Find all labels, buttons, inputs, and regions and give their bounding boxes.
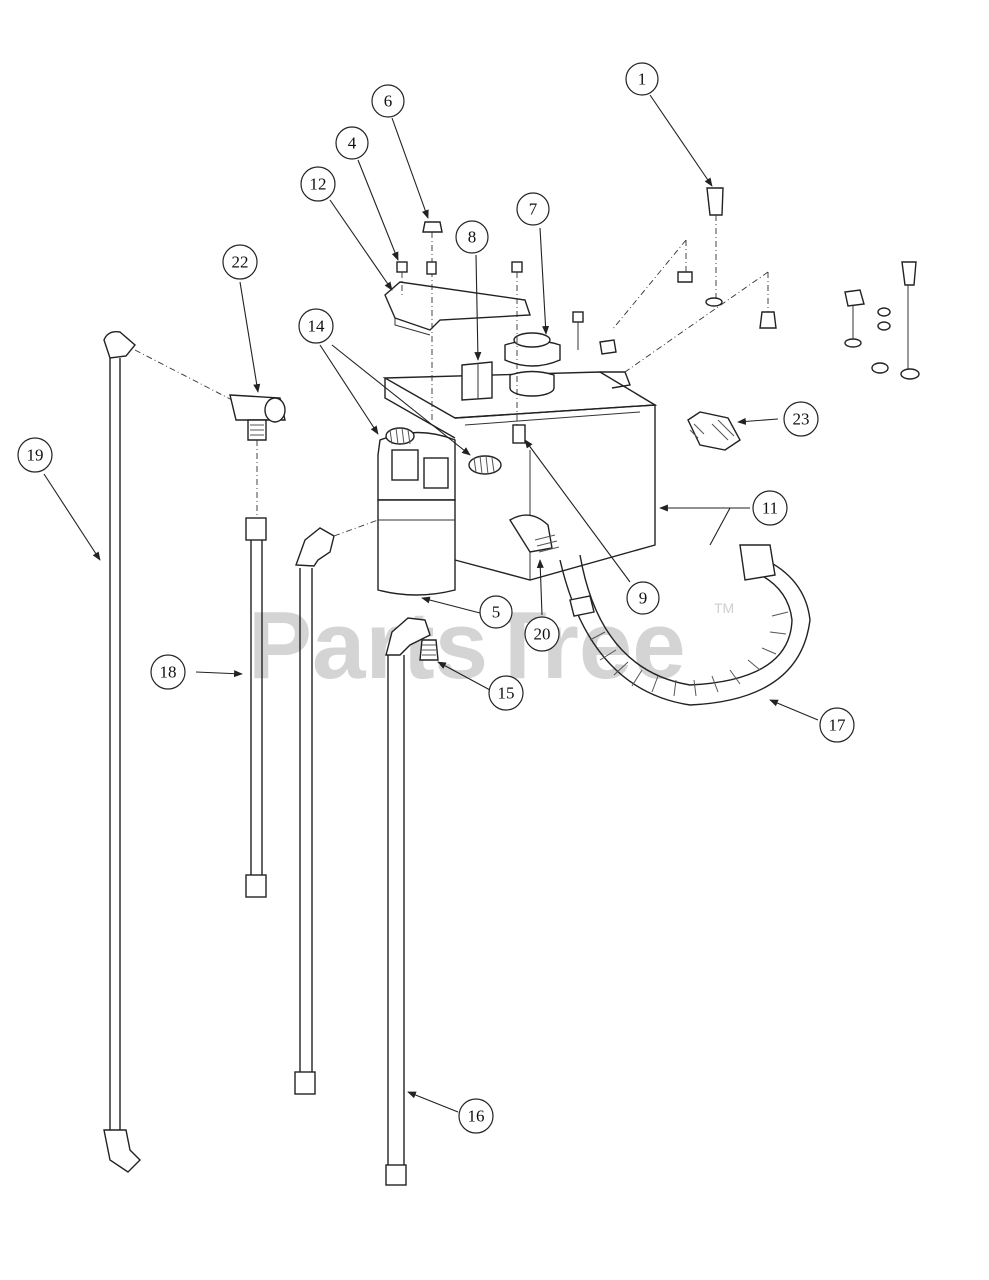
svg-text:23: 23 — [793, 410, 810, 429]
loose-hardware — [611, 187, 920, 380]
svg-text:11: 11 — [762, 499, 778, 518]
tank-top-hardware — [511, 261, 617, 440]
svg-text:4: 4 — [348, 134, 357, 153]
hose-16 — [385, 617, 431, 1186]
callout-9: 9 — [626, 581, 660, 615]
callout-5: 5 — [479, 595, 513, 629]
watermark-text: PartsTree — [248, 592, 686, 699]
spacer-8 — [461, 361, 493, 401]
mounting-plate — [384, 281, 531, 336]
watermark-trademark: TM — [714, 600, 734, 616]
hose-18 — [245, 440, 267, 898]
fitting-15 — [419, 639, 439, 661]
svg-text:19: 19 — [27, 446, 44, 465]
svg-text:1: 1 — [638, 70, 647, 89]
elbow-fitting-23 — [687, 411, 741, 451]
callout-6: 6 — [371, 84, 405, 118]
svg-text:17: 17 — [829, 716, 847, 735]
svg-text:14: 14 — [308, 317, 326, 336]
svg-text:15: 15 — [498, 684, 515, 703]
callouts: 1 4 5 6 7 8 9 11 — [17, 62, 855, 1134]
svg-text:9: 9 — [639, 589, 648, 608]
callout-4: 4 — [335, 126, 369, 160]
callout-7: 7 — [516, 192, 550, 226]
callout-19: 19 — [17, 437, 53, 473]
tank-fitting — [468, 455, 502, 475]
callout-16: 16 — [458, 1098, 494, 1134]
bolt-9 — [512, 424, 526, 444]
callout-12: 12 — [300, 166, 336, 202]
svg-text:6: 6 — [384, 92, 393, 111]
svg-text:22: 22 — [232, 253, 249, 272]
filter-return-hose — [294, 519, 379, 1095]
svg-text:5: 5 — [492, 603, 501, 622]
svg-text:18: 18 — [160, 663, 177, 682]
filter-head-14 — [377, 427, 456, 501]
callout-23: 23 — [783, 401, 819, 437]
callout-20: 20 — [524, 616, 560, 652]
hose-17 — [559, 544, 811, 706]
callout-15: 15 — [488, 675, 524, 711]
elbow-fitting-20 — [509, 514, 560, 553]
callout-11: 11 — [752, 490, 788, 526]
tee-fitting-22 — [229, 394, 286, 441]
callout-22: 22 — [222, 244, 258, 280]
hose-19 — [103, 330, 233, 1173]
leader-lines — [43, 94, 819, 1113]
nut-6 — [422, 221, 443, 420]
breather-cap-7 — [504, 332, 561, 397]
svg-text:12: 12 — [310, 175, 327, 194]
callout-8: 8 — [455, 220, 489, 254]
svg-text:7: 7 — [529, 200, 538, 219]
callout-14: 14 — [298, 308, 334, 344]
callout-17: 17 — [819, 707, 855, 743]
callout-1: 1 — [625, 62, 659, 96]
bolt-4 — [396, 261, 408, 295]
svg-text:20: 20 — [534, 625, 551, 644]
svg-text:16: 16 — [468, 1107, 485, 1126]
svg-text:8: 8 — [468, 228, 477, 247]
callout-18: 18 — [150, 654, 186, 690]
filter-element-5 — [377, 499, 456, 596]
